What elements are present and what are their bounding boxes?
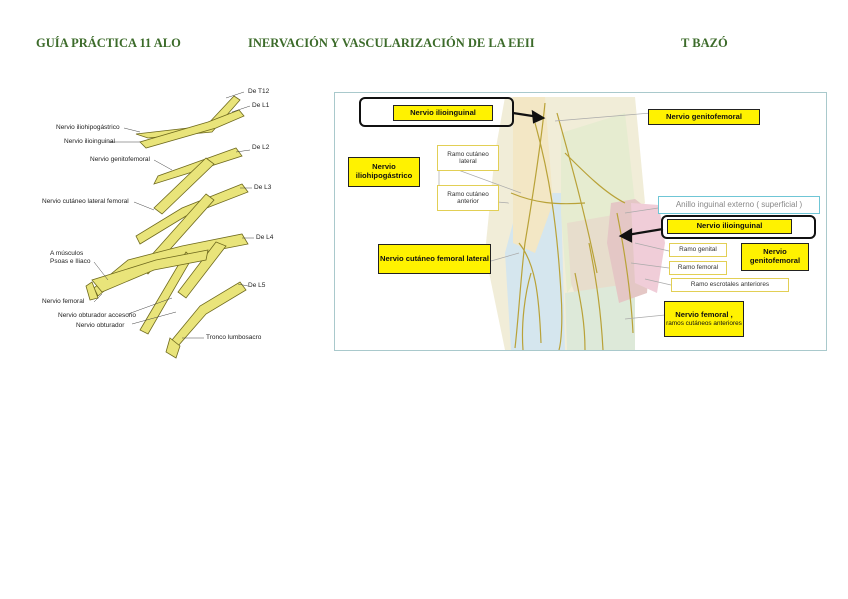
cutaneo-femoral-lateral-label: Nervio cutáneo femoral lateral [378, 244, 491, 274]
ilioinguinal-right-label: Nervio ilioinguinal [667, 219, 792, 234]
genitofemoral-label: Nervio genitofemoral [90, 156, 150, 163]
femoral-label: Nervio femoral [42, 298, 84, 305]
ramos-cutaneos-anteriores-text: ramos cutáneos anteriores [666, 320, 742, 327]
anillo-inguinal-label: Anillo inguinal externo ( superficial ) [658, 196, 820, 214]
nervio-femoral-label: Nervio femoral , ramos cutáneos anterior… [664, 301, 744, 337]
ramo-femoral-label: Ramo femoral [669, 261, 727, 275]
ramo-cutaneo-lateral-label: Ramo cutáneo lateral [437, 145, 499, 171]
ramo-escrotales-label: Ramo escrotales anteriores [671, 278, 789, 292]
level-l4-label: De L4 [256, 234, 273, 241]
header-topic-title: INERVACIÓN Y VASCULARIZACIÓN DE LA EEII [248, 36, 535, 51]
header-author: T BAZÓ [681, 36, 728, 51]
ilioinguinal-label: Nervio ilioinguinal [64, 138, 115, 145]
obturador-label: Nervio obturador [76, 322, 124, 329]
level-t12-label: De T12 [248, 88, 269, 95]
ramo-cutaneo-anterior-label: Ramo cutáneo anterior [437, 185, 499, 211]
level-l2-label: De L2 [252, 144, 269, 151]
ilioinguinal-top-label: Nervio ilioinguinal [393, 105, 493, 121]
level-l1-label: De L1 [252, 102, 269, 109]
level-l5-label: De L5 [248, 282, 265, 289]
genitofemoral-right-label: Nervio genitofemoral [741, 243, 809, 271]
psoas-iliaco-label: A músculos Psoas e Iliaco [50, 250, 96, 267]
inguinal-region-figure: Nervio ilioinguinal Nervio genitofemoral… [334, 92, 827, 351]
genitofemoral-top-label: Nervio genitofemoral [648, 109, 760, 125]
header-guide-title: GUÍA PRÁCTICA 11 ALO [36, 36, 181, 51]
level-l3-label: De L3 [254, 184, 271, 191]
lumbar-plexus-figure: De T12 De L1 De L2 De L3 De L4 De L5 Ner… [36, 84, 286, 364]
iliohipogastrico-label: Nervio iliohipogástrico [56, 124, 120, 131]
obturador-accesorio-label: Nervio obturador accesorio [58, 312, 136, 319]
tronco-lumbosacro-label: Tronco lumbosacro [206, 334, 261, 341]
nervio-femoral-title: Nervio femoral , [675, 311, 732, 320]
iliohipogastrico-label: Nervio iliohipogástrico [348, 157, 420, 187]
cutaneo-lateral-femoral-label: Nervio cutáneo lateral femoral [42, 198, 129, 205]
ramo-genital-label: Ramo genital [669, 243, 727, 257]
